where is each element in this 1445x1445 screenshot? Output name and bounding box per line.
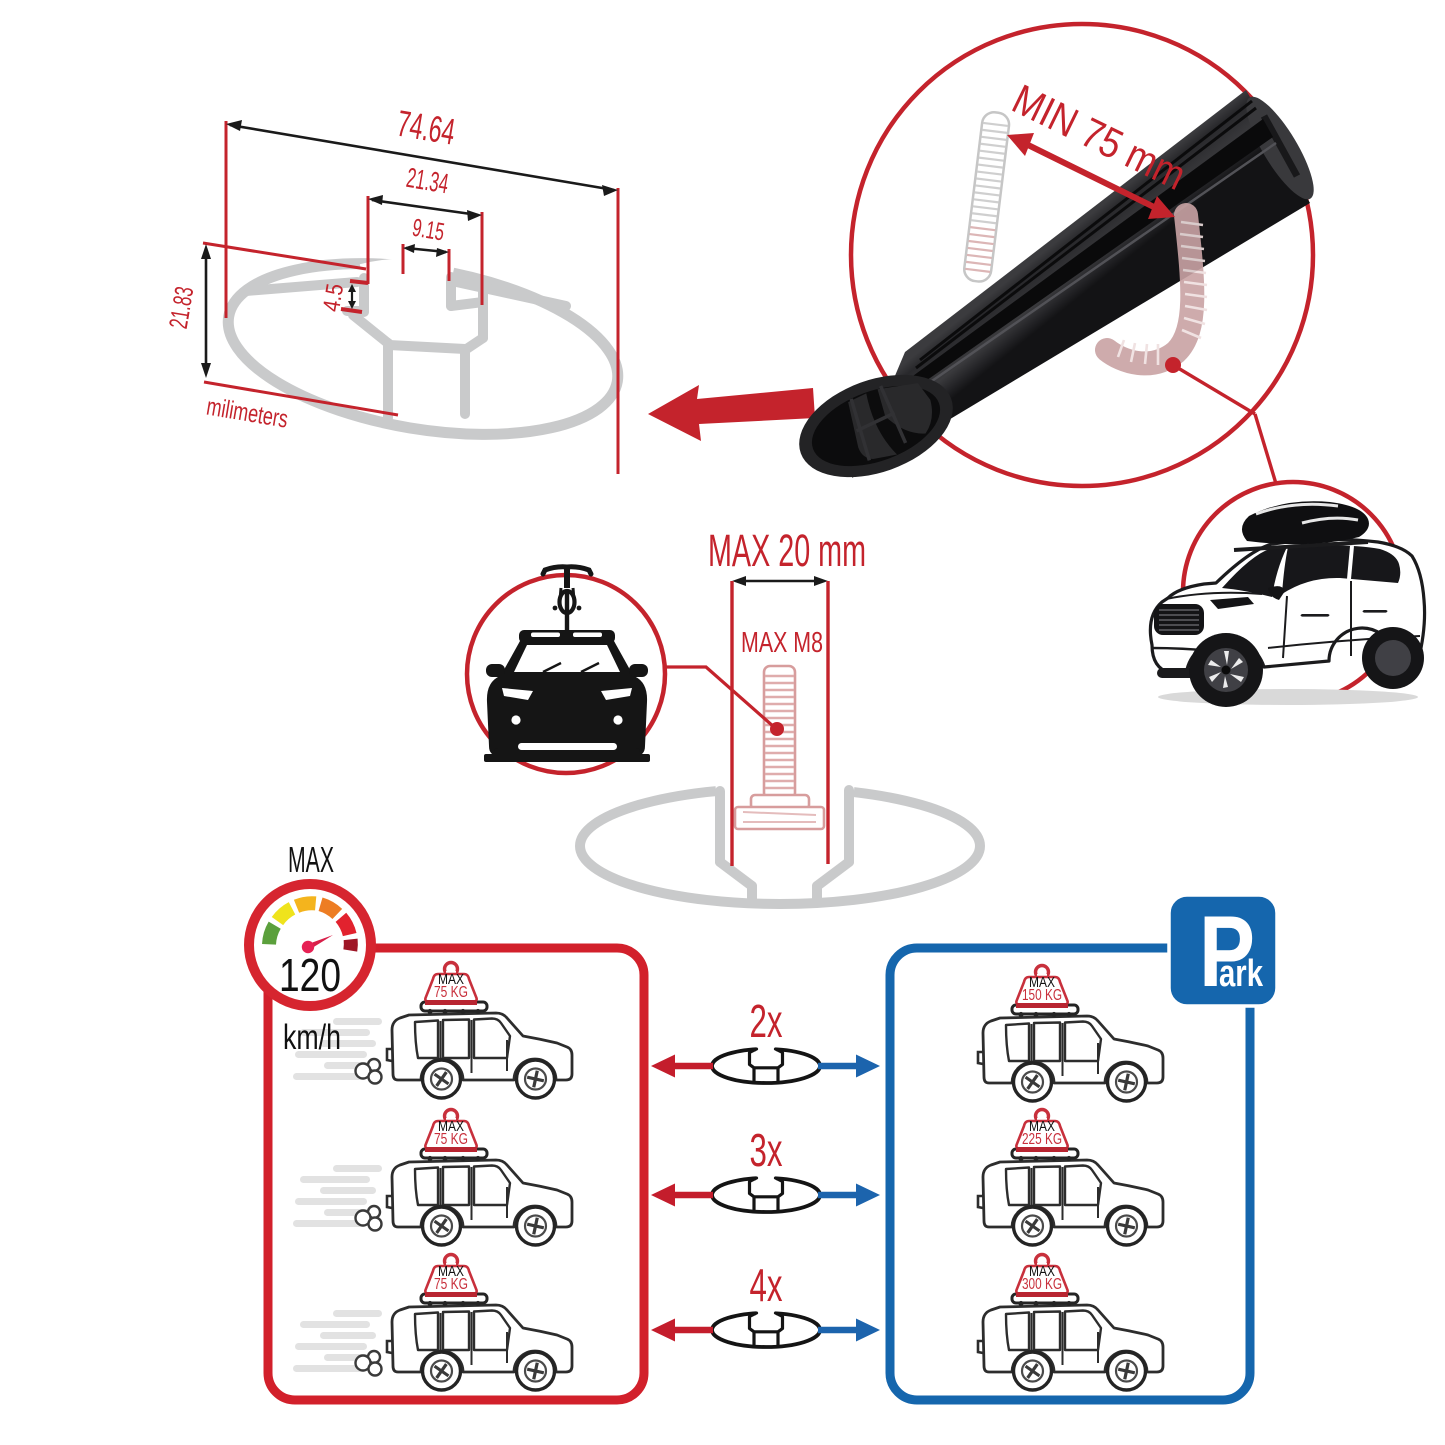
- svg-text:300 KG: 300 KG: [1022, 1276, 1062, 1293]
- svg-text:MAX: MAX: [1029, 1118, 1055, 1135]
- svg-text:3x: 3x: [750, 1124, 783, 1176]
- svg-text:21.34: 21.34: [404, 162, 451, 200]
- svg-text:4.5: 4.5: [318, 282, 349, 314]
- svg-text:21.83: 21.83: [163, 284, 200, 330]
- svg-text:74.64: 74.64: [394, 103, 458, 153]
- svg-text:75 KG: 75 KG: [434, 1276, 468, 1293]
- svg-text:4x: 4x: [750, 1259, 783, 1311]
- svg-text:150 KG: 150 KG: [1022, 987, 1062, 1004]
- svg-text:75 KG: 75 KG: [434, 984, 468, 1001]
- svg-text:milimeters: milimeters: [205, 393, 290, 434]
- svg-text:km/h: km/h: [283, 1018, 341, 1057]
- svg-text:MAX 20 mm: MAX 20 mm: [708, 525, 866, 576]
- svg-text:9.15: 9.15: [410, 214, 446, 247]
- svg-text:MAX M8: MAX M8: [741, 627, 823, 659]
- svg-text:MAX: MAX: [288, 839, 334, 880]
- svg-text:P: P: [1199, 896, 1255, 1008]
- svg-text:MAX: MAX: [1029, 974, 1055, 991]
- svg-text:ark: ark: [1219, 953, 1264, 995]
- svg-text:MAX: MAX: [438, 971, 464, 988]
- svg-text:225 KG: 225 KG: [1022, 1131, 1062, 1148]
- svg-text:MAX: MAX: [438, 1263, 464, 1280]
- svg-text:MAX: MAX: [438, 1118, 464, 1135]
- svg-text:MAX: MAX: [1029, 1263, 1055, 1280]
- svg-text:2x: 2x: [750, 995, 783, 1047]
- svg-text:120: 120: [279, 949, 341, 1001]
- svg-text:75 KG: 75 KG: [434, 1131, 468, 1148]
